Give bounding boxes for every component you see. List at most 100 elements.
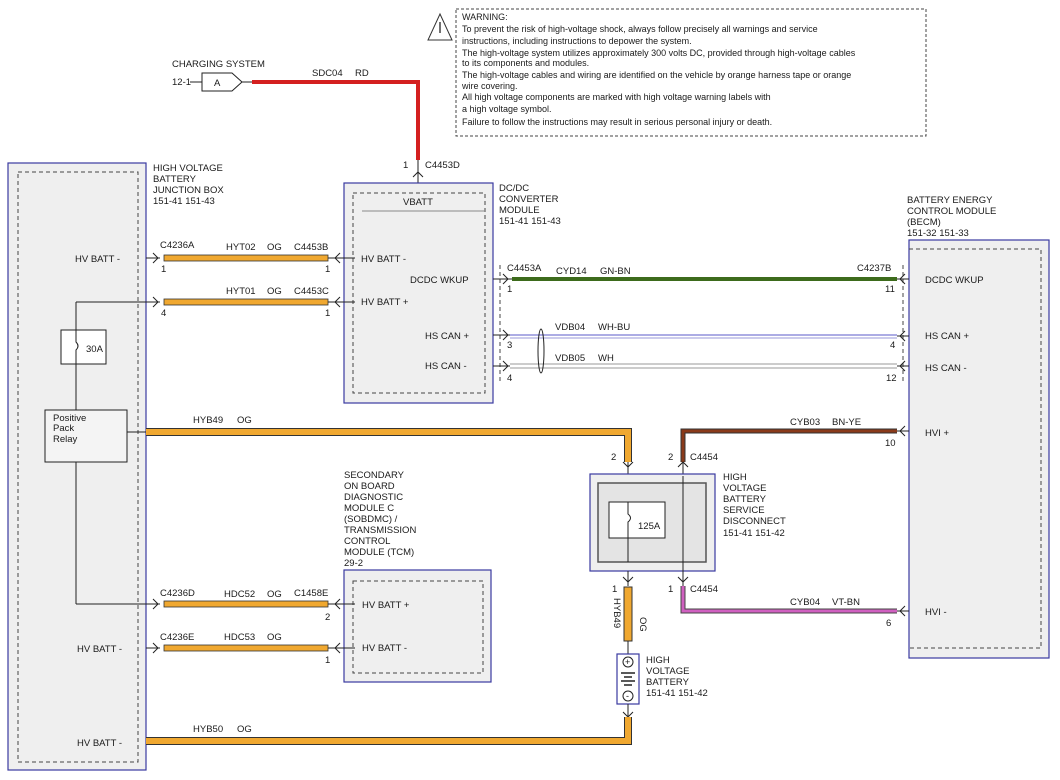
connector-label: C4236E: [160, 632, 194, 643]
wire-hdc53: C4236E HDC53 OG 1: [146, 632, 355, 666]
battery-minus: -: [626, 691, 629, 701]
pin-label: 10: [885, 438, 896, 449]
connector-label: C4453D: [425, 160, 460, 171]
chevron-left-icon: [899, 605, 906, 617]
wire-color: BN-YE: [832, 417, 861, 428]
jb-pin-hv-batt-minus: HV BATT -: [77, 644, 122, 655]
dcdc-converter-module: DC/DC CONVERTER MODULE 151-41 151-43 VBA…: [343, 182, 561, 404]
pin-label: 1: [403, 160, 408, 171]
warning-block: WARNING: To prevent the risk of high-vol…: [427, 8, 927, 137]
connector-label: C4237B: [857, 263, 891, 274]
chevron-right-icon: [152, 598, 159, 610]
wire-sdc04: [252, 80, 420, 160]
wire-name-vertical: HYB49: [611, 598, 622, 628]
relay-label: Positive: [53, 413, 86, 424]
warning-line: to its components and modules.: [462, 58, 589, 68]
wire-name: HYB50: [193, 724, 223, 735]
connector-label: C4236A: [160, 240, 195, 251]
pin-label: 1: [668, 584, 673, 595]
warning-line: wire covering.: [461, 81, 518, 91]
chevron-left-icon: [899, 273, 906, 285]
pin-label: 1: [612, 584, 617, 595]
connector-label: C1458E: [294, 588, 328, 599]
connector-label: C4236D: [160, 588, 195, 599]
warning-line: The high-voltage system utilizes approxi…: [462, 48, 856, 58]
wire-color: VT-BN: [832, 597, 860, 608]
chevron-right-icon: [502, 273, 509, 285]
sdc04-label: SDC04: [312, 68, 343, 79]
becm-ref: 151-32 151-33: [907, 228, 969, 239]
sdc04-color: RD: [355, 68, 369, 79]
battery-title: BATTERY: [646, 677, 690, 688]
battery-title: VOLTAGE: [646, 666, 689, 677]
fuse-icon: [75, 330, 79, 364]
sd-ref: 151-41 151-42: [723, 528, 785, 539]
battery-ref: 151-41 151-42: [646, 688, 708, 699]
becm-title: (BECM): [907, 217, 941, 228]
chevron-left-icon: [334, 642, 341, 654]
pin-label: 6: [886, 618, 891, 629]
battery-title: HIGH: [646, 655, 670, 666]
junction-title: HIGH VOLTAGE: [153, 163, 223, 174]
sobdmc-title: (SOBDMC) /: [344, 514, 398, 525]
fuse-rating: 30A: [86, 344, 104, 355]
becm-title: CONTROL MODULE: [907, 206, 996, 217]
wire-name: CYB03: [790, 417, 820, 428]
chevron-left-icon: [334, 296, 341, 308]
becm-pin: HS CAN -: [925, 363, 967, 374]
wire-name: VDB04: [555, 322, 585, 333]
twisted-pair-icon: [537, 328, 545, 374]
wire-vdb04: VDB04 WH-BU 3 4: [493, 322, 909, 351]
dcdc-pin: DCDC WKUP: [410, 275, 469, 286]
connector-label: C4454: [690, 584, 718, 595]
becm-module: BATTERY ENERGY CONTROL MODULE (BECM) 151…: [907, 195, 1050, 659]
chevron-right-icon: [152, 296, 159, 308]
wire-hyt02: C4236A HYT02 OG C4453B 1 1: [146, 240, 355, 275]
junction-ref: 151-41 151-43: [153, 196, 215, 207]
warning-line: All high voltage components are marked w…: [462, 92, 771, 102]
wire-name: CYD14: [556, 266, 587, 277]
dcdc-pin: HV BATT +: [361, 297, 409, 308]
sobdmc-title: CONTROL: [344, 536, 390, 547]
chevron-down-icon: [677, 576, 689, 583]
sobdmc-pin: HV BATT +: [362, 600, 410, 611]
chevron-left-icon: [334, 598, 341, 610]
becm-title: BATTERY ENERGY: [907, 195, 993, 206]
wire-cyd14: C4453A CYD14 GN-BN C4237B 1 11: [493, 263, 909, 295]
chevron-up-icon: [677, 461, 689, 468]
wire-color: WH: [598, 353, 614, 364]
sd-title: HIGH: [723, 472, 747, 483]
chevron-left-icon: [899, 330, 906, 342]
wire-name: HYT01: [226, 286, 256, 297]
sobdmc-module: SECONDARY ON BOARD DIAGNOSTIC MODULE C (…: [343, 470, 492, 683]
wire-hyb49-lower: 1 HYB49 OG: [611, 571, 648, 655]
wire-name: HYB49: [193, 415, 223, 426]
sobdmc-title: SECONDARY: [344, 470, 405, 481]
warning-line: The high-voltage cables and wiring are i…: [462, 70, 851, 80]
positive-pack-relay: [44, 409, 128, 463]
connector-label: C4454: [690, 452, 718, 463]
dcdc-pin: HV BATT -: [361, 254, 406, 265]
chevron-left-icon: [899, 360, 906, 372]
jb-pin-hv-batt-minus: HV BATT -: [75, 254, 120, 265]
warning-line: Failure to follow the instructions may r…: [462, 117, 772, 127]
dcdc-vbatt: VBATT: [403, 197, 433, 208]
sd-title: SERVICE: [723, 505, 765, 516]
dcdc-pin: HS CAN -: [425, 361, 467, 372]
wire-hyb50: HYB50 OG: [146, 717, 632, 745]
fuse-30a: [60, 329, 107, 365]
charging-ref: 12-1: [172, 77, 191, 88]
pin-label: 11: [885, 284, 895, 295]
sobdmc-title: MODULE C: [344, 503, 394, 514]
pin-label: 1: [325, 264, 330, 275]
chevron-down-icon: [622, 461, 634, 468]
wire-name: HYT02: [226, 242, 256, 253]
junction-title: JUNCTION BOX: [153, 185, 224, 196]
warning-lines: To prevent the risk of high-voltage shoc…: [461, 24, 856, 127]
chevron-right-icon: [152, 252, 159, 264]
wire-color: GN-BN: [600, 266, 631, 277]
charging-connector-letter: A: [214, 78, 221, 89]
dcdc-title: CONVERTER: [499, 194, 559, 205]
relay-label: Pack: [53, 423, 74, 434]
warning-line: instructions, including instructions to …: [462, 36, 692, 46]
